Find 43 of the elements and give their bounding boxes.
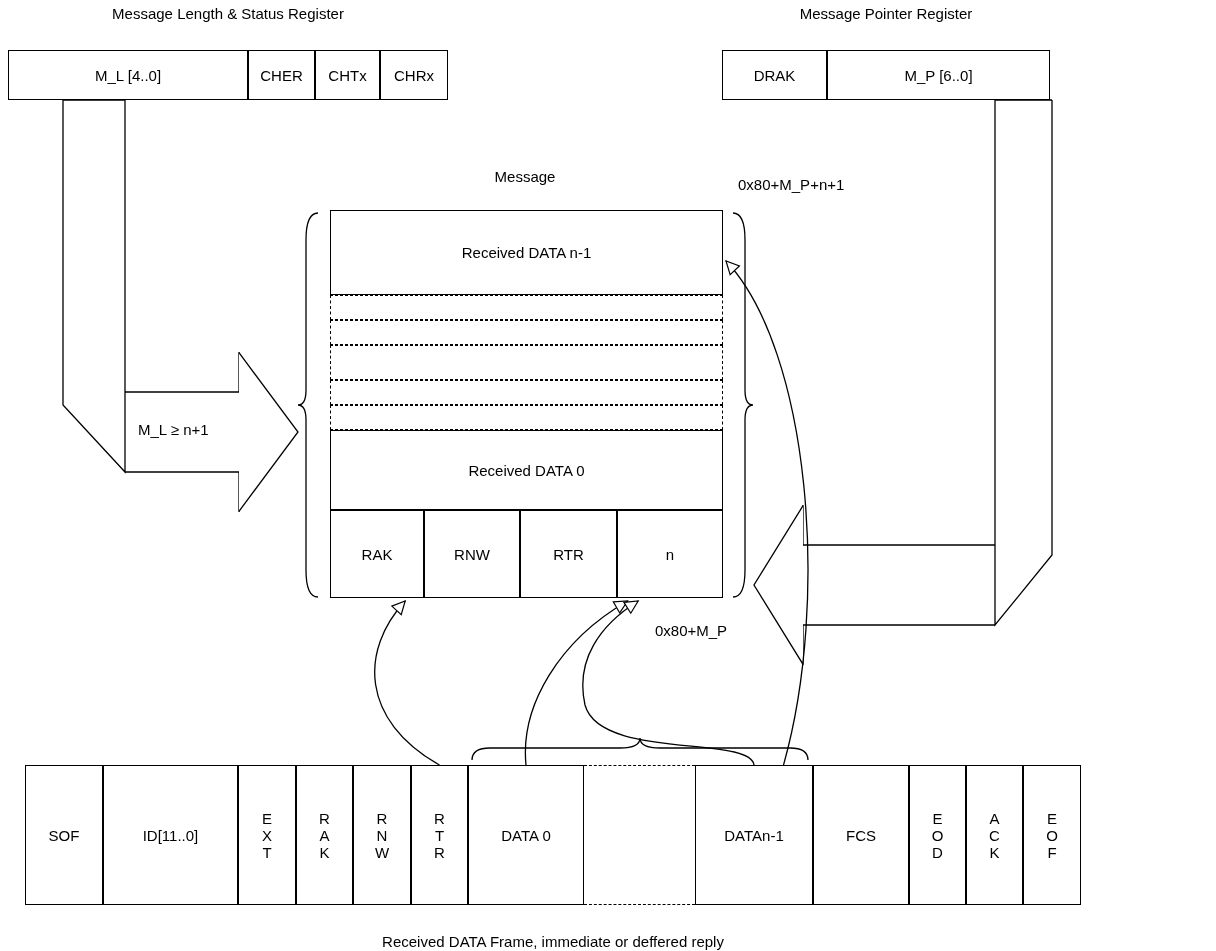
block-arrow xyxy=(62,99,299,513)
bit-field: R A K xyxy=(296,765,353,905)
curved-arrow xyxy=(725,260,809,766)
bit-field: A C K xyxy=(966,765,1023,905)
frame-caption: Received DATA Frame, immediate or deffered reply xyxy=(382,933,724,950)
bit-field: R T R xyxy=(411,765,468,905)
register-field: SOF xyxy=(25,765,103,905)
register-field: RTR xyxy=(520,510,617,598)
dashed-row xyxy=(330,345,723,380)
bit-field: E X T xyxy=(238,765,296,905)
register-layout xyxy=(722,5,1050,100)
register-field: Received DATA 0 xyxy=(330,430,723,510)
curved-arrow xyxy=(582,600,755,766)
bit-field: E O F xyxy=(1023,765,1081,905)
register-field: CHRx xyxy=(380,50,448,100)
dashed-row xyxy=(330,295,723,320)
address-label: 0x80+M_P+n+1 xyxy=(738,176,845,193)
register-field: DATA 0 xyxy=(468,765,584,905)
register-field: CHTx xyxy=(315,50,380,100)
dashed-row xyxy=(330,320,723,345)
register-title: Message Pointer Register xyxy=(799,5,973,22)
curved-arrow xyxy=(524,600,629,766)
block-arrow xyxy=(753,99,1053,666)
register-title: Message Length & Status Register xyxy=(112,5,344,22)
register-field: RNW xyxy=(424,510,520,598)
register-field: n xyxy=(617,510,723,598)
register-field: M_P [6..0] xyxy=(827,50,1050,100)
register-title: Message xyxy=(494,168,556,185)
register-field: DRAK xyxy=(722,50,827,100)
curved-arrow xyxy=(374,600,441,766)
register-field: Received DATA n-1 xyxy=(330,210,723,295)
address-label: 0x80+M_P xyxy=(655,622,728,639)
dashed-row xyxy=(330,380,723,405)
register-field: M_L [4..0] xyxy=(8,50,248,100)
register-field: DATAn-1 xyxy=(695,765,813,905)
register-field: FCS xyxy=(813,765,909,905)
register-field: RAK xyxy=(330,510,424,598)
bit-field: R N W xyxy=(353,765,411,905)
register-layout xyxy=(8,5,448,100)
register-field: CHER xyxy=(248,50,315,100)
bit-field: E O D xyxy=(909,765,966,905)
frame-layout xyxy=(25,765,1081,950)
register-field: ID[11..0] xyxy=(103,765,238,905)
